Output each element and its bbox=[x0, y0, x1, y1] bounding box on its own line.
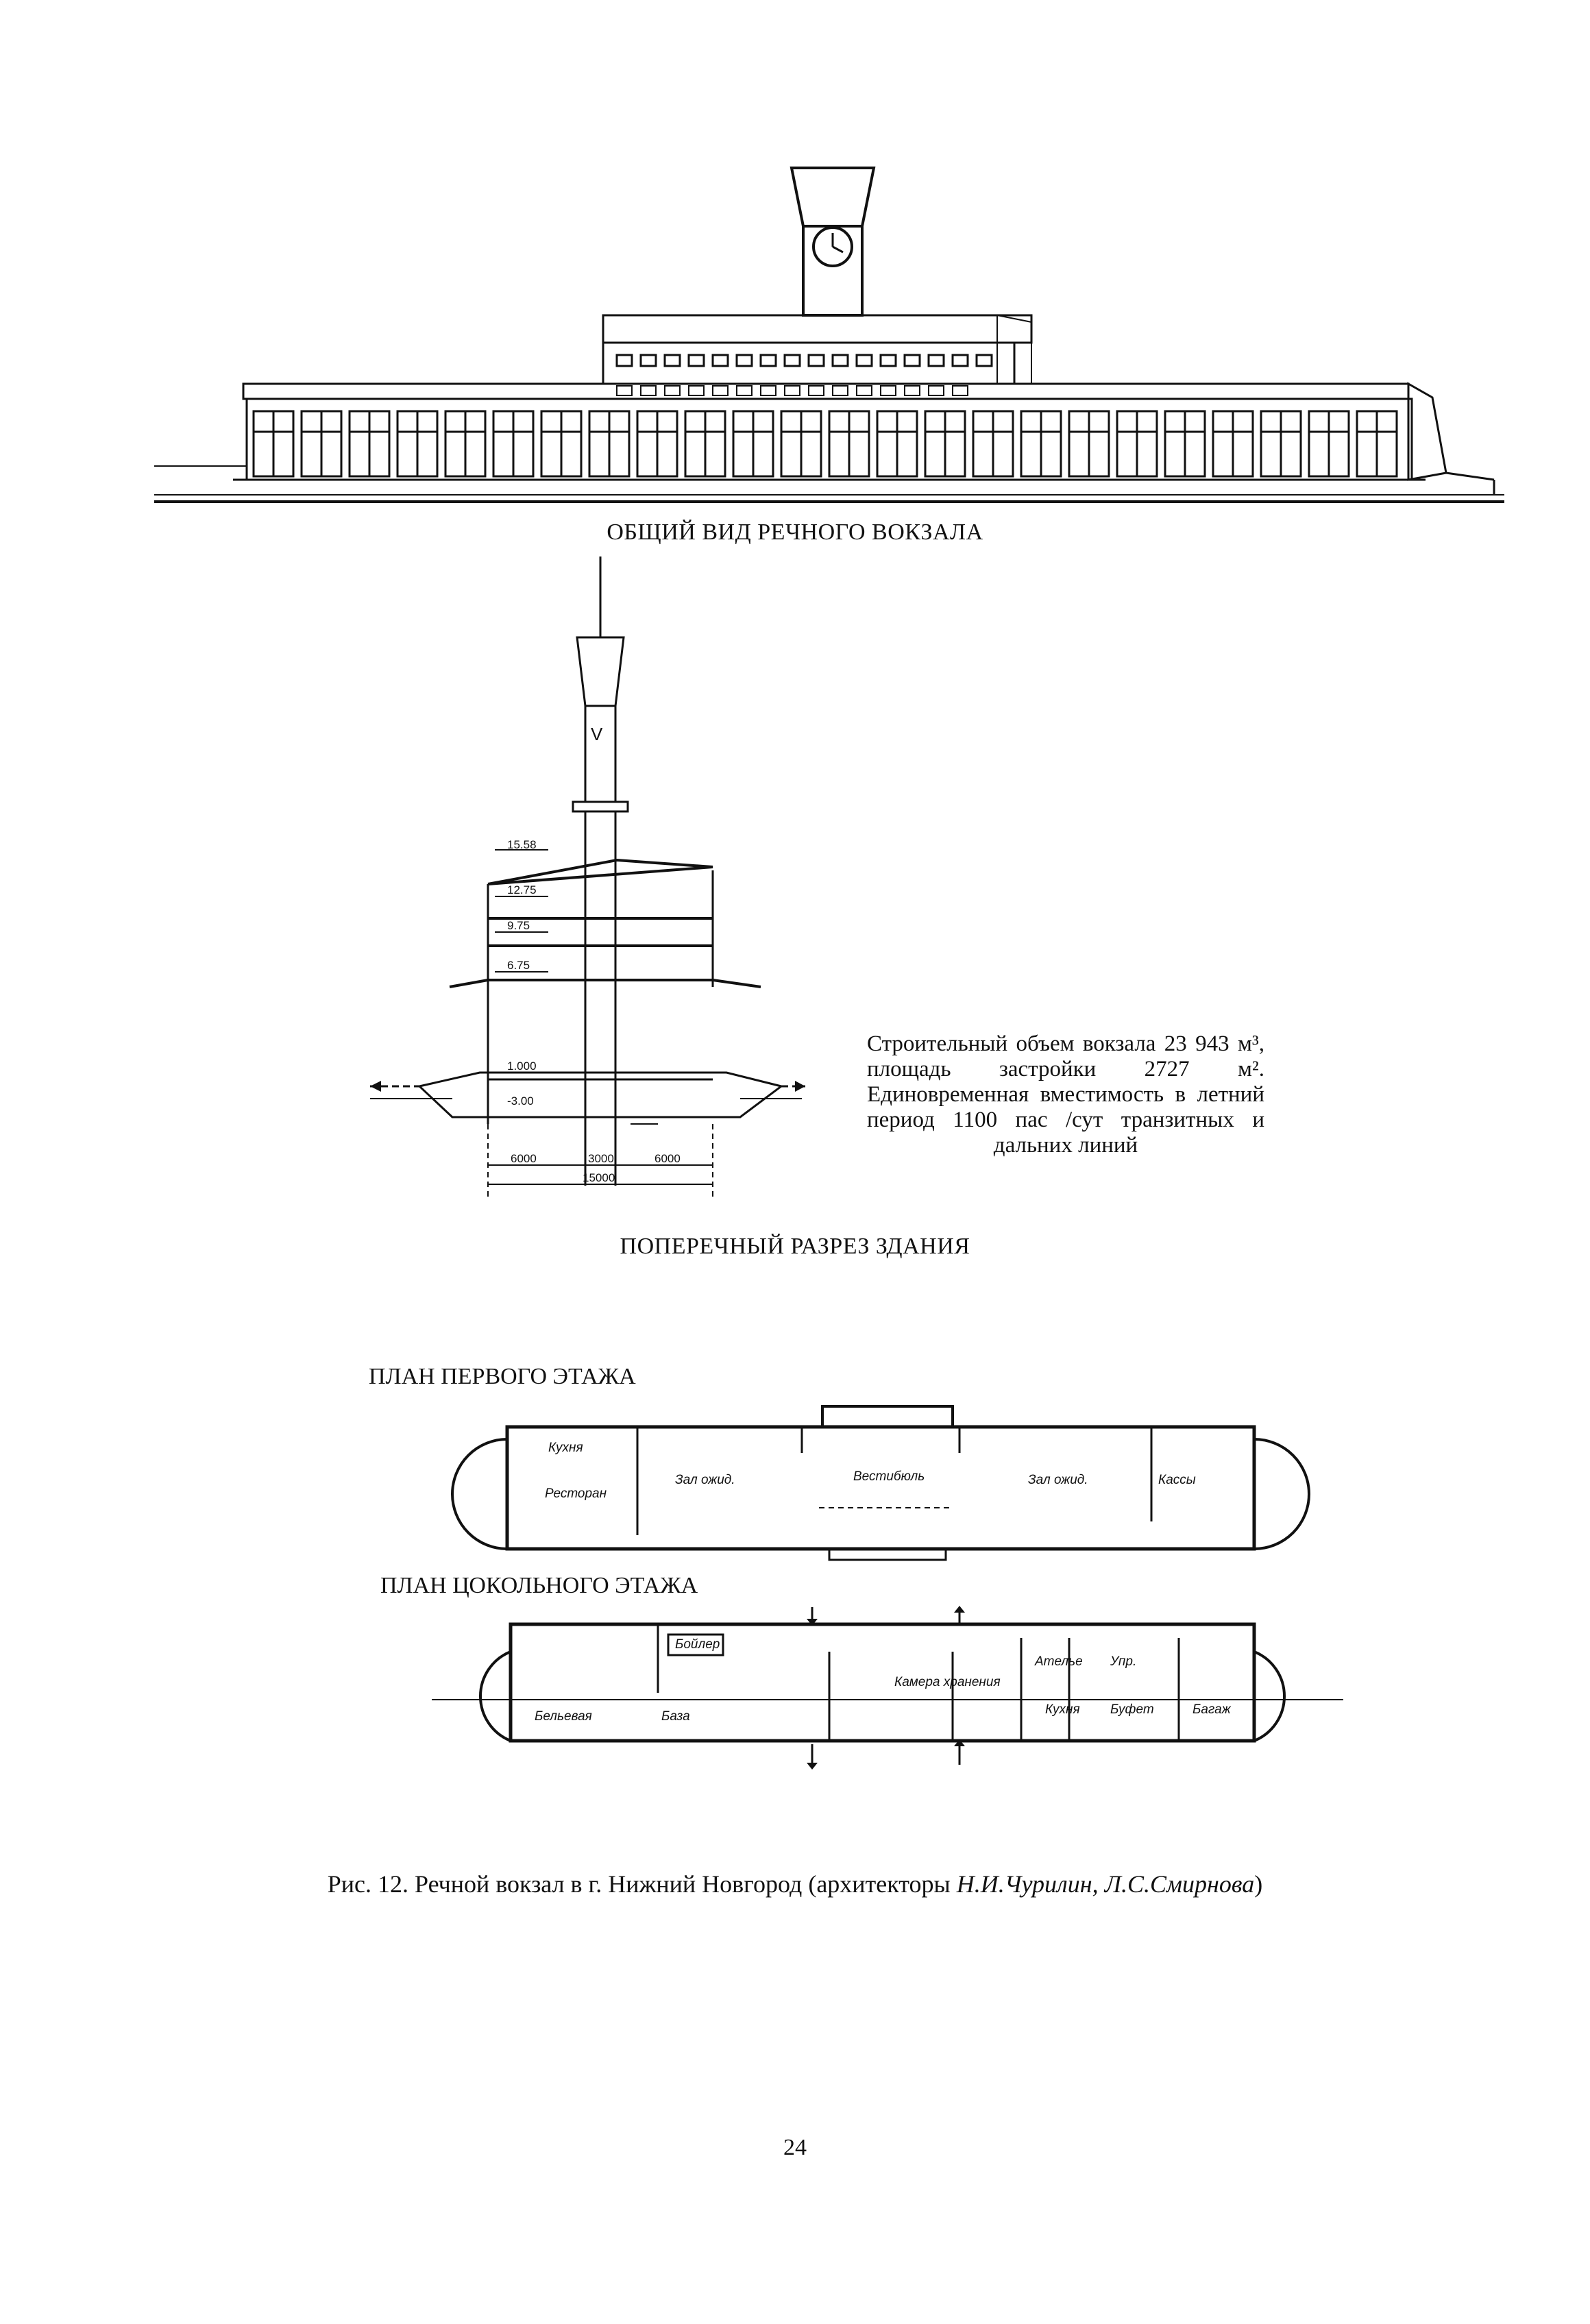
level-6: -3.00 bbox=[507, 1094, 534, 1108]
dim-3: 6000 bbox=[655, 1152, 681, 1165]
level-4: 6.75 bbox=[507, 959, 530, 972]
upper-windows bbox=[615, 354, 993, 396]
level-1: 15.58 bbox=[507, 838, 537, 851]
section-caption: ПОПЕРЕЧНЫЙ РАЗРЕЗ ЗДАНИЯ bbox=[620, 1234, 970, 1259]
dimension-lines: 6000 3000 6000 15000 bbox=[487, 1124, 713, 1199]
section-drawing: V 15.58 12.75 9.75 6.75 1.000 -3.00 6000… bbox=[370, 556, 805, 1199]
room-buffet: Буфет bbox=[1110, 1702, 1154, 1717]
level-5: 1.000 bbox=[507, 1060, 537, 1073]
room-atelier: Ателье bbox=[1034, 1654, 1083, 1669]
room-kitchen-b: Кухня bbox=[1045, 1702, 1080, 1717]
dim-2: 3000 bbox=[588, 1152, 614, 1165]
ground-floor-title: ПЛАН ПЕРВОГО ЭТАЖА bbox=[369, 1364, 636, 1389]
svg-text:V: V bbox=[591, 724, 603, 744]
level-marks: 15.58 12.75 9.75 6.75 1.000 -3.00 bbox=[495, 838, 548, 1108]
ground-windows bbox=[252, 410, 1398, 478]
room-ticket-office: Кассы bbox=[1158, 1473, 1196, 1487]
figure-caption-prefix: Рис. 12. Речной вокзал в г. Нижний Новго… bbox=[327, 1870, 957, 1898]
room-boiler: Бойлер bbox=[675, 1637, 720, 1652]
level-3: 9.75 bbox=[507, 919, 530, 932]
room-waiting-1: Зал ожид. bbox=[675, 1473, 735, 1487]
figure-caption-suffix: ) bbox=[1254, 1870, 1263, 1898]
level-2: 12.75 bbox=[507, 883, 537, 896]
dim-total: 15000 bbox=[583, 1171, 615, 1184]
figure-caption: Рис. 12. Речной вокзал в г. Нижний Новго… bbox=[0, 1870, 1590, 1898]
basement-rooms: Бойлер Бельевая База Камера хранения Ате… bbox=[535, 1637, 1232, 1724]
room-restaurant: Ресторан bbox=[545, 1487, 607, 1501]
room-admin: Упр. bbox=[1110, 1654, 1136, 1669]
room-luggage: Багаж bbox=[1192, 1702, 1232, 1717]
building-description: Строительный объем вокзала 23 943 м³, пл… bbox=[867, 1031, 1264, 1158]
room-linen: Бельевая bbox=[535, 1709, 592, 1724]
room-vestibule: Вестибюль bbox=[853, 1469, 925, 1484]
page-number: 24 bbox=[783, 2135, 807, 2160]
dim-1: 6000 bbox=[511, 1152, 537, 1165]
room-waiting-2: Зал ожид. bbox=[1028, 1473, 1088, 1487]
ground-floor-plan: Кухня Ресторан Зал ожид. Вестибюль Зал о… bbox=[451, 1405, 1310, 1561]
figure-caption-authors: Н.И.Чурилин, Л.С.Смирнова bbox=[956, 1870, 1255, 1898]
room-kitchen: Кухня bbox=[548, 1441, 583, 1455]
room-base: База bbox=[661, 1709, 690, 1724]
room-storage: Камера хранения bbox=[894, 1675, 1001, 1689]
elevation-caption: ОБЩИЙ ВИД РЕЧНОГО ВОКЗАЛА bbox=[607, 519, 983, 545]
elevation-drawing bbox=[154, 167, 1504, 503]
ground-floor-rooms: Кухня Ресторан Зал ожид. Вестибюль Зал о… bbox=[545, 1441, 1196, 1501]
basement-plan: Бойлер Бельевая База Камера хранения Ате… bbox=[432, 1606, 1343, 1770]
basement-title: ПЛАН ЦОКОЛЬНОГО ЭТАЖА bbox=[380, 1573, 698, 1598]
